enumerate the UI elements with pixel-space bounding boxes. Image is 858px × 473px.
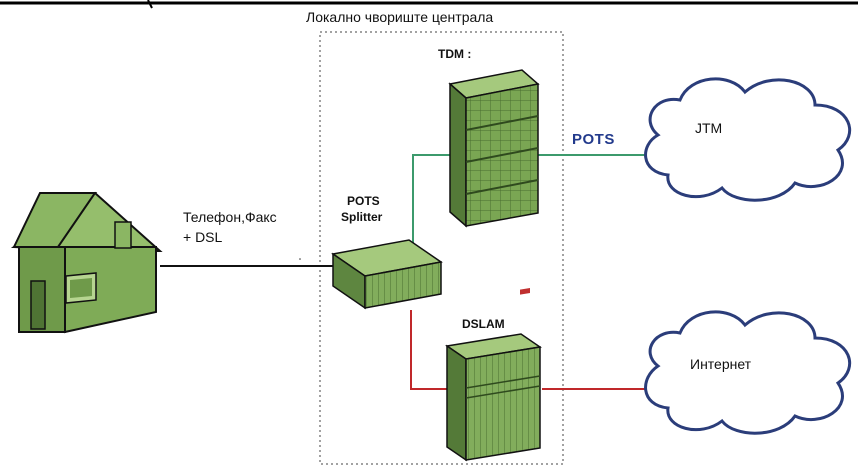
house-icon: [10, 191, 163, 334]
internet-cloud-label: Интернет: [690, 356, 752, 372]
tdm-rack-icon: [448, 69, 540, 228]
splitter-to-tdm-line: [412, 154, 456, 248]
home-link-label-line1: Телефон,Факс: [183, 209, 277, 225]
home-link-label-line2: + DSL: [183, 229, 223, 245]
splitter-label-line2: Splitter: [341, 210, 383, 224]
central-office-label: Локално чвориште централа: [306, 9, 494, 25]
internet-cloud-icon: [644, 310, 851, 435]
splitter-to-dslam-line: [410, 310, 454, 390]
tdm-label: TDM :: [438, 47, 472, 61]
splitter-label-line1: POTS: [347, 194, 380, 208]
dslam-label: DSLAM: [462, 317, 505, 331]
dslam-icon: [445, 288, 542, 462]
jtm-cloud-icon: [644, 77, 851, 202]
central-office-boundary: [319, 31, 564, 465]
jtm-cloud-label: JTM: [695, 120, 723, 136]
pots-link-label: POTS: [572, 131, 615, 148]
top-rule-mark: [147, 0, 153, 9]
pots-splitter-icon: [331, 239, 443, 310]
speck: [299, 258, 301, 260]
